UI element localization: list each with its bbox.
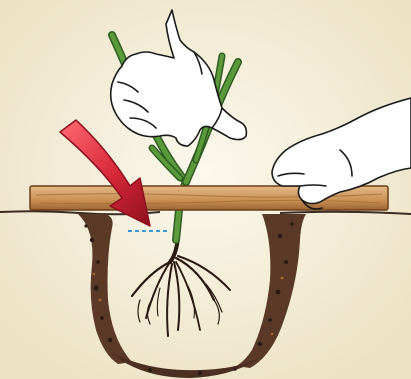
planting-illustration (0, 0, 411, 379)
